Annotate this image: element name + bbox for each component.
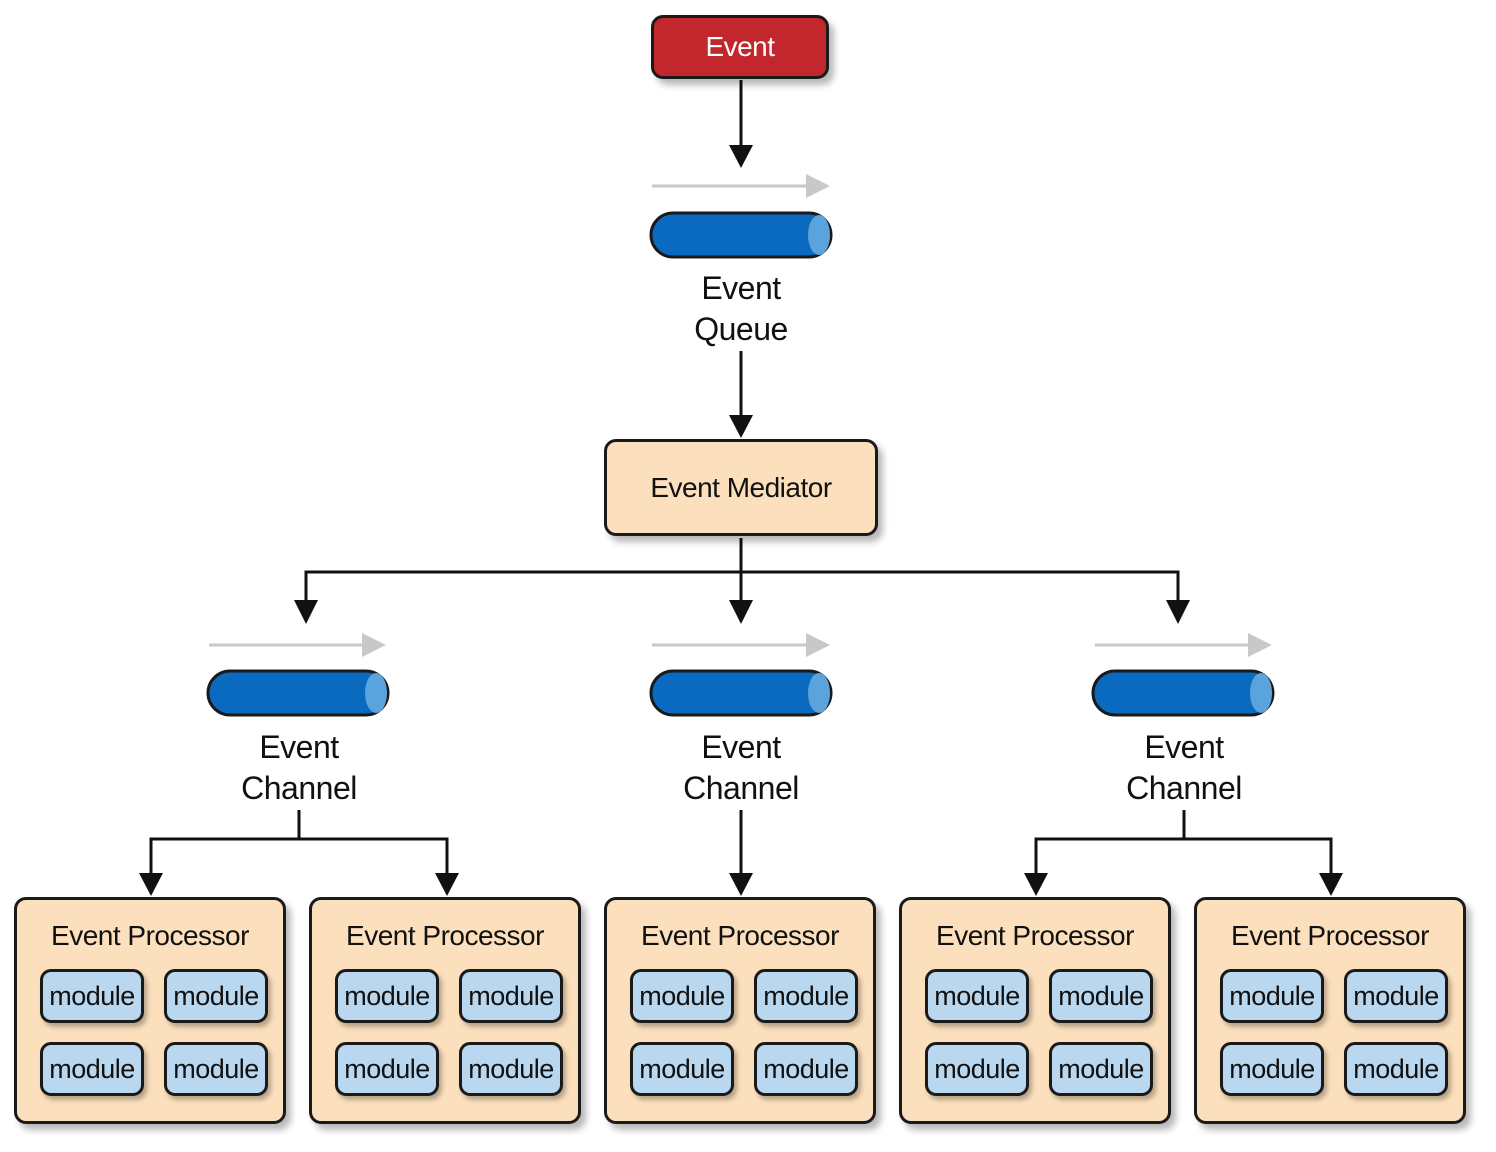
flow-arrow-channel-3	[1095, 633, 1272, 657]
event-queue-label-line1: Event	[701, 270, 781, 306]
event-mediator-label: Event Mediator	[650, 471, 832, 503]
event-channel-label-1: Event Channel	[199, 727, 399, 809]
module-box: module	[1220, 1042, 1324, 1096]
module-box: module	[925, 969, 1029, 1023]
module-box: module	[459, 1042, 563, 1096]
event-queue-pipe	[649, 211, 833, 259]
module-box: module	[335, 969, 439, 1023]
event-queue-label-line2: Queue	[694, 311, 788, 347]
event-channel-3-line2: Channel	[1126, 770, 1242, 806]
connector-channel-1-to-processors	[139, 810, 459, 896]
module-box: module	[1344, 1042, 1448, 1096]
module-box: module	[164, 969, 268, 1023]
event-queue-label: Event Queue	[641, 268, 841, 350]
module-box: module	[40, 969, 144, 1023]
module-box: module	[630, 1042, 734, 1096]
event-processor-title: Event Processor	[1231, 920, 1429, 951]
connector-mediator-to-channels	[294, 538, 1190, 624]
connector-queue-to-mediator	[729, 351, 753, 438]
module-box: module	[459, 969, 563, 1023]
event-node: Event	[651, 15, 829, 79]
flow-arrow-channel-2	[652, 633, 830, 657]
event-processor-3: Event Processor module module module mod…	[604, 897, 876, 1124]
module-box: module	[1220, 969, 1324, 1023]
connector-channel-3-to-processors	[1024, 810, 1343, 896]
event-processor-1: Event Processor module module module mod…	[14, 897, 286, 1124]
event-processor-2: Event Processor module module module mod…	[309, 897, 581, 1124]
module-box: module	[164, 1042, 268, 1096]
event-label: Event	[705, 31, 775, 62]
module-box: module	[1049, 969, 1153, 1023]
event-channel-2-line2: Channel	[683, 770, 799, 806]
module-box: module	[754, 1042, 858, 1096]
event-channel-3-line1: Event	[1144, 729, 1224, 765]
event-channel-pipe-3	[1091, 669, 1275, 717]
event-channel-label-2: Event Channel	[641, 727, 841, 809]
module-box: module	[1049, 1042, 1153, 1096]
event-channel-pipe-2	[649, 669, 833, 717]
event-channel-1-line2: Channel	[241, 770, 357, 806]
event-processor-5: Event Processor module module module mod…	[1194, 897, 1466, 1124]
event-mediator-node: Event Mediator	[604, 439, 878, 536]
module-box: module	[1344, 969, 1448, 1023]
module-box: module	[630, 969, 734, 1023]
flow-arrow-queue	[652, 174, 830, 198]
event-processor-title: Event Processor	[641, 920, 839, 951]
event-channel-2-line1: Event	[701, 729, 781, 765]
event-channel-1-line1: Event	[259, 729, 339, 765]
module-box: module	[40, 1042, 144, 1096]
event-processor-title: Event Processor	[936, 920, 1134, 951]
connector-event-to-queue	[729, 80, 753, 168]
connector-channel-2-to-processor	[729, 810, 753, 896]
module-box: module	[754, 969, 858, 1023]
module-box: module	[335, 1042, 439, 1096]
event-processor-4: Event Processor module module module mod…	[899, 897, 1171, 1124]
event-channel-pipe-1	[206, 669, 390, 717]
event-processor-title: Event Processor	[346, 920, 544, 951]
module-box: module	[925, 1042, 1029, 1096]
event-processor-title: Event Processor	[51, 920, 249, 951]
event-channel-label-3: Event Channel	[1084, 727, 1284, 809]
flow-arrow-channel-1	[209, 633, 386, 657]
